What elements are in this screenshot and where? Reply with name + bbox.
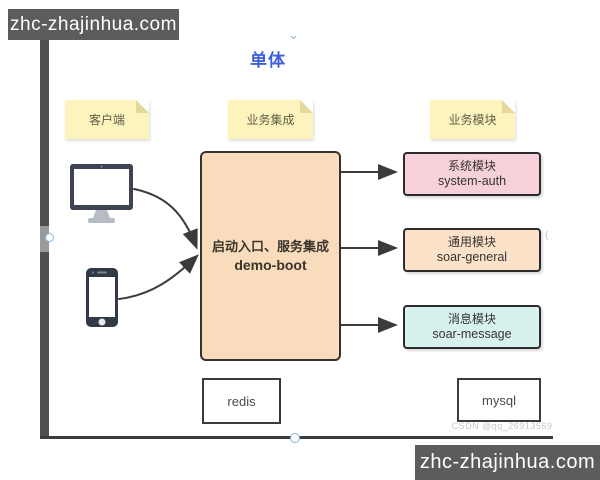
module-code: soar-message xyxy=(432,327,512,341)
sticky-note-label: 客户端 xyxy=(88,113,125,127)
bottom-selection-handle[interactable] xyxy=(290,433,300,443)
module-box-system-auth[interactable]: 系统模块 system-auth xyxy=(403,152,541,196)
sticky-note-client[interactable]: 客户端 xyxy=(65,100,149,139)
left-selection-handle[interactable] xyxy=(45,233,54,242)
boot-entry-label: 启动入口、服务集成 xyxy=(211,239,329,254)
sticky-note-business-modules[interactable]: 业务模块 xyxy=(430,100,515,139)
datastore-box-redis[interactable]: redis xyxy=(202,378,281,424)
desktop-monitor-icon[interactable] xyxy=(70,164,133,223)
module-box-soar-general[interactable]: 通用模块 soar-general xyxy=(403,228,541,272)
arrow-monitor-to-boot[interactable] xyxy=(133,188,198,250)
module-box-soar-message[interactable]: 消息模块 soar-message xyxy=(403,305,541,349)
smartphone-icon[interactable] xyxy=(86,268,118,327)
datastore-label: mysql xyxy=(482,392,516,408)
top-collapse-chevron-icon[interactable]: ⌄ xyxy=(288,27,299,42)
csdn-author-watermark: CSDN @qq_26913569 xyxy=(451,421,553,431)
left-scrollbar-thumb[interactable] xyxy=(40,226,49,252)
module-code: soar-general xyxy=(436,250,508,264)
module-name: 消息模块 xyxy=(447,312,496,326)
module-name: 系统模块 xyxy=(447,159,496,173)
boot-entry-box[interactable]: 启动入口、服务集成 demo-boot xyxy=(200,151,341,361)
right-selection-handle[interactable]: ( xyxy=(545,230,549,241)
sticky-note-label: 业务模块 xyxy=(448,113,497,127)
boot-entry-code: demo-boot xyxy=(234,257,307,273)
site-watermark-bottom: zhc-zhajinhua.com xyxy=(415,445,600,480)
arrow-phone-to-boot[interactable] xyxy=(118,254,199,300)
module-code: system-auth xyxy=(437,174,507,188)
sticky-note-label: 业务集成 xyxy=(246,113,295,127)
datastore-label: redis xyxy=(227,393,256,409)
diagram-title: 单体 xyxy=(250,51,286,70)
site-watermark-top: zhc-zhajinhua.com xyxy=(8,9,179,40)
module-name: 通用模块 xyxy=(447,235,496,249)
datastore-box-mysql[interactable]: mysql xyxy=(457,378,541,422)
sticky-note-business-integration[interactable]: 业务集成 xyxy=(228,100,313,139)
